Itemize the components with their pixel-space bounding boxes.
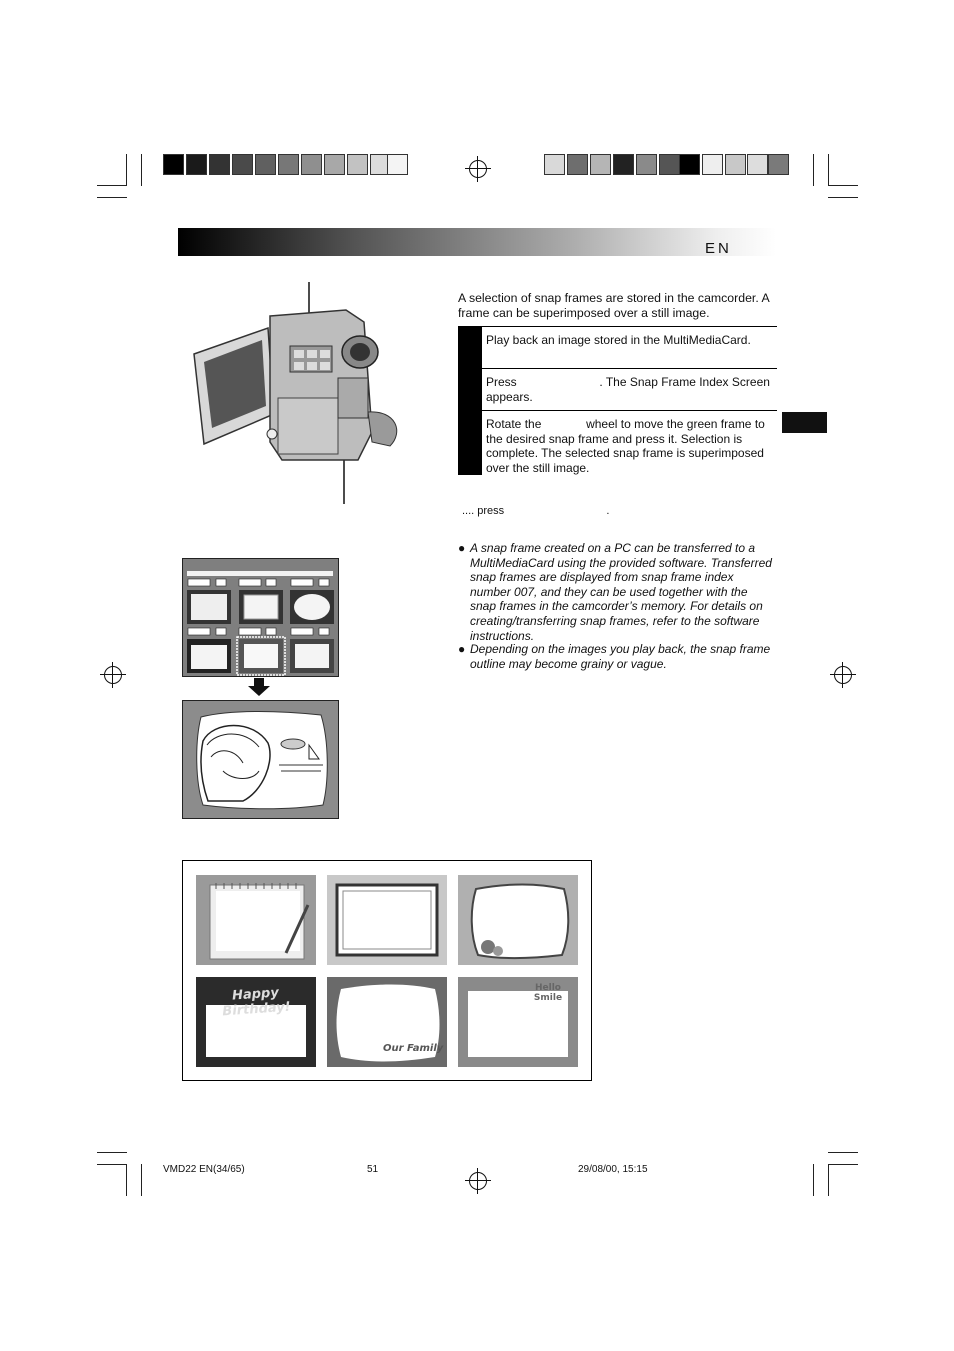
step-2-post: . The Snap Frame Index Screen: [599, 375, 770, 389]
step-3-text: Rotate the wheel to move the green frame…: [486, 417, 776, 475]
step-3-pre: Rotate the: [486, 417, 542, 431]
cancel-instruction: .... press .: [462, 504, 609, 519]
footer-right: 29/08/00, 15:15: [578, 1164, 648, 1175]
snap-frame-ornate: [327, 875, 447, 965]
bullet-icon: ●: [458, 642, 466, 656]
header-gradient-bar: [178, 228, 776, 256]
bullet-icon: ●: [458, 541, 466, 555]
step-2-text: Press . The Snap Frame Index Screen appe…: [486, 375, 776, 404]
registration-mark: [830, 662, 856, 688]
step-2-post2: appears.: [486, 389, 533, 404]
snap-frame-floral: [458, 875, 578, 965]
step-1-text: Play back an image stored in the MultiMe…: [486, 333, 776, 348]
step-3-rest: the desired snap frame and press it. Sel…: [486, 431, 764, 475]
registration-mark: [465, 156, 491, 182]
side-tab: [782, 412, 827, 433]
snap-frame-notepad: [196, 875, 316, 965]
note-1: ● A snap frame created on a PC can be tr…: [458, 541, 776, 643]
hello-caption: Hello Smile: [533, 983, 563, 1003]
step-3-post: wheel to move the green frame to: [586, 417, 765, 431]
note-1-text: A snap frame created on a PC can be tran…: [470, 541, 772, 643]
snap-frame-hello: Hello Smile: [458, 977, 578, 1067]
registration-mark: [465, 1168, 491, 1194]
note-2-text: Depending on the images you play back, t…: [470, 642, 771, 671]
step-1-label: Play back an image stored in the MultiMe…: [486, 333, 751, 347]
note-2: ● Depending on the images you play back,…: [458, 642, 776, 671]
superimposed-image: [182, 700, 339, 819]
cancel-pre: .... press: [462, 505, 505, 517]
down-arrow-icon: [248, 678, 270, 701]
cancel-post: .: [606, 505, 610, 517]
intro-text: A selection of snap frames are stored in…: [458, 291, 770, 320]
footer-left: VMD22 EN(34/65): [163, 1164, 245, 1175]
snap-frame-index-screen: [182, 558, 339, 677]
family-caption: Our Family: [383, 1043, 444, 1054]
language-label: EN: [705, 240, 732, 257]
footer-page-number: 51: [367, 1164, 379, 1175]
step-2-pre: Press: [486, 375, 517, 389]
registration-mark: [100, 662, 126, 688]
snap-frame-birthday: Happy Birthday!: [196, 977, 316, 1067]
camcorder-illustration: [186, 282, 416, 504]
snap-frames-panel: [182, 860, 592, 1081]
steps-block: [458, 326, 778, 475]
snap-frame-family: Our Family: [327, 977, 447, 1067]
